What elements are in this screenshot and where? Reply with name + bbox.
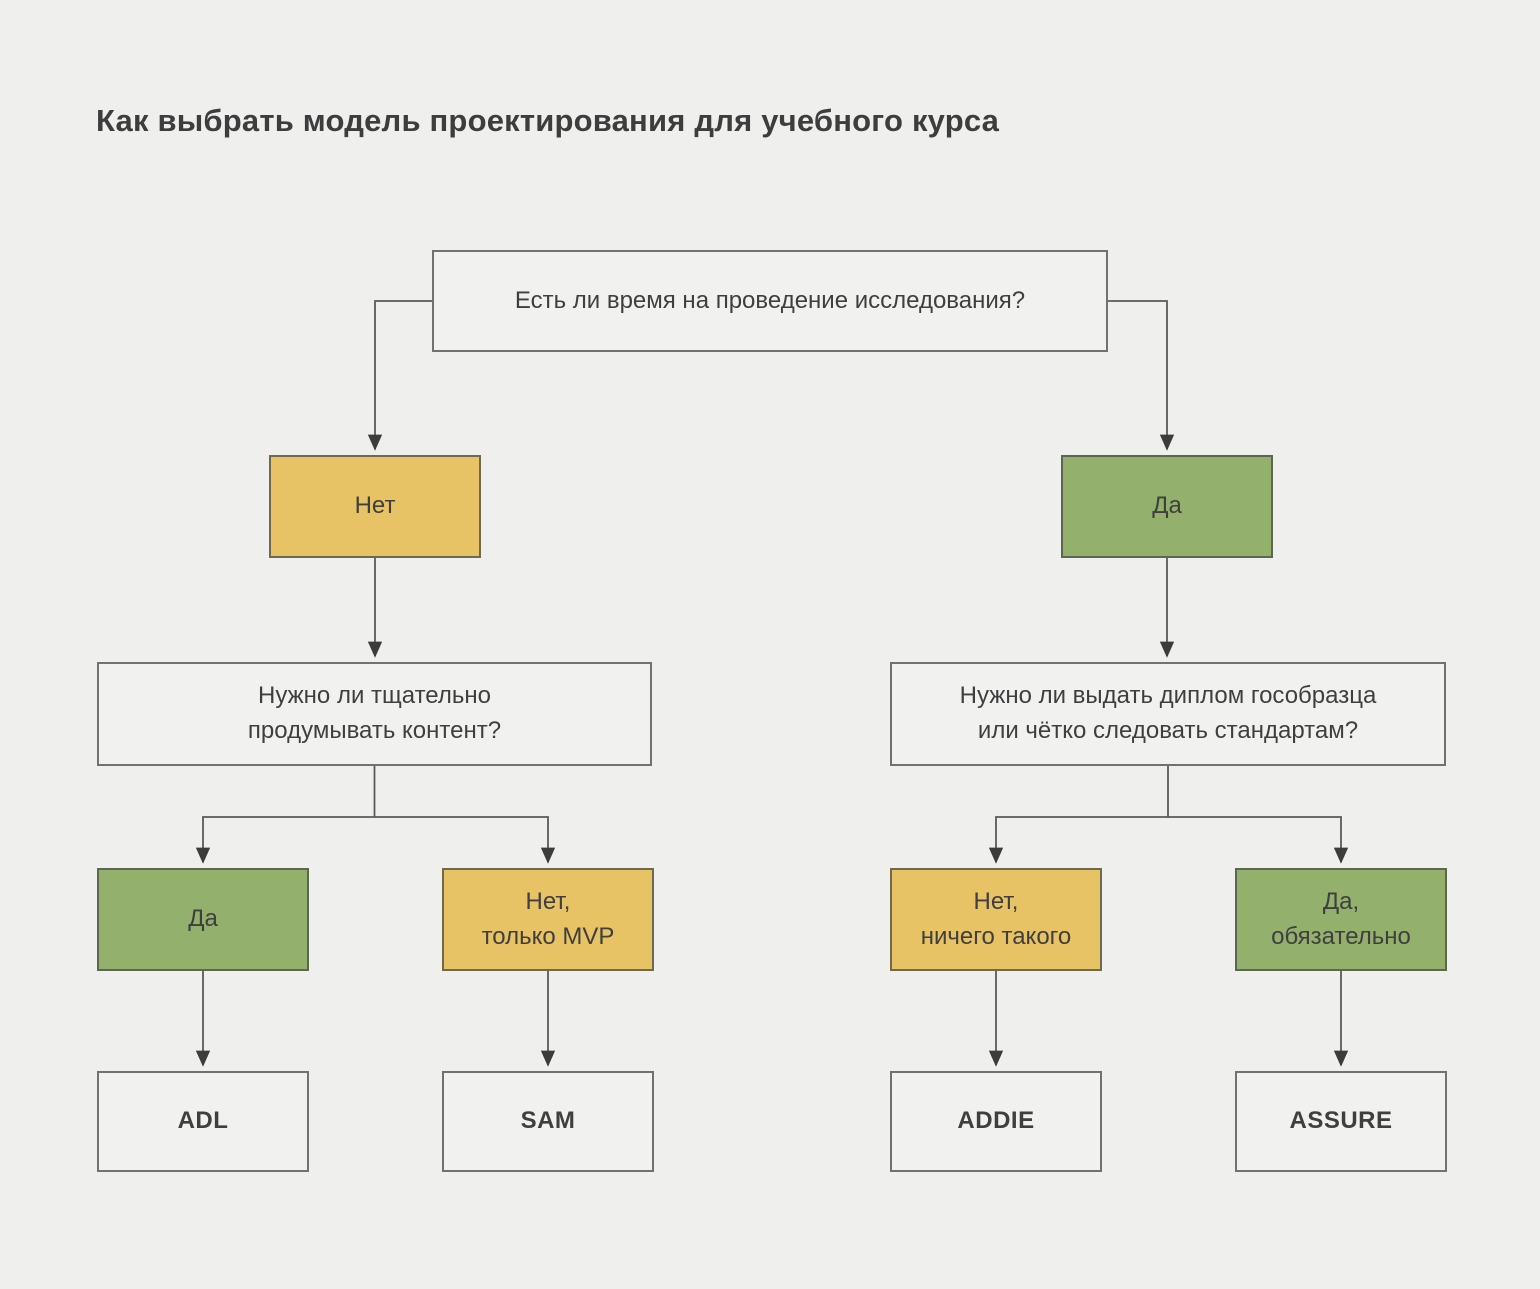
connector-root-to-yes [1108, 300, 1175, 451]
answer-yes-node: Да [97, 868, 309, 971]
yes-node: Да [1061, 455, 1273, 558]
root-question-label: Есть ли время на проведение исследования… [514, 286, 1026, 314]
answer-no-nothing-label: Нет, ничего такого [920, 887, 1072, 950]
connector-right-question-to-answer-no-nothing [988, 766, 1169, 864]
result-adl-node: ADL [97, 1071, 309, 1172]
connector-right-question-to-answer-yes-required [1168, 816, 1349, 864]
answer-no-mvp-node: Нет, только MVP [442, 868, 654, 971]
answer-yes-required-label: Да, обязательно [1271, 887, 1411, 950]
result-adl-label: ADL [177, 1107, 229, 1135]
left-question-label: Нужно ли тщательно продумывать контент? [247, 682, 502, 744]
result-addie-label: ADDIE [957, 1107, 1035, 1135]
result-sam-label: SAM [520, 1107, 576, 1135]
answer-yes-label: Да [188, 905, 218, 933]
connector-root-to-no [367, 300, 432, 451]
right-question-node: Нужно ли выдать диплом гособразца или чё… [890, 662, 1446, 766]
answer-yes-required-node: Да, обязательно [1235, 868, 1447, 971]
result-addie-node: ADDIE [890, 1071, 1102, 1172]
yes-label: Да [1152, 492, 1182, 520]
connector-left-question-to-answer-yes [195, 766, 376, 864]
answer-no-mvp-label: Нет, только MVP [481, 887, 615, 950]
root-question-node: Есть ли время на проведение исследования… [432, 250, 1108, 352]
left-question-node: Нужно ли тщательно продумывать контент? [97, 662, 652, 766]
no-node: Нет [269, 455, 481, 558]
right-question-label: Нужно ли выдать диплом гособразца или чё… [959, 682, 1377, 744]
page-title: Как выбрать модель проектирования для уч… [96, 103, 1000, 138]
result-sam-node: SAM [442, 1071, 654, 1172]
connector-left-question-to-answer-no-mvp [374, 816, 556, 864]
answer-no-nothing-node: Нет, ничего такого [890, 868, 1102, 971]
result-assure-node: ASSURE [1235, 1071, 1447, 1172]
no-label: Нет [354, 492, 396, 520]
result-assure-label: ASSURE [1289, 1107, 1393, 1135]
